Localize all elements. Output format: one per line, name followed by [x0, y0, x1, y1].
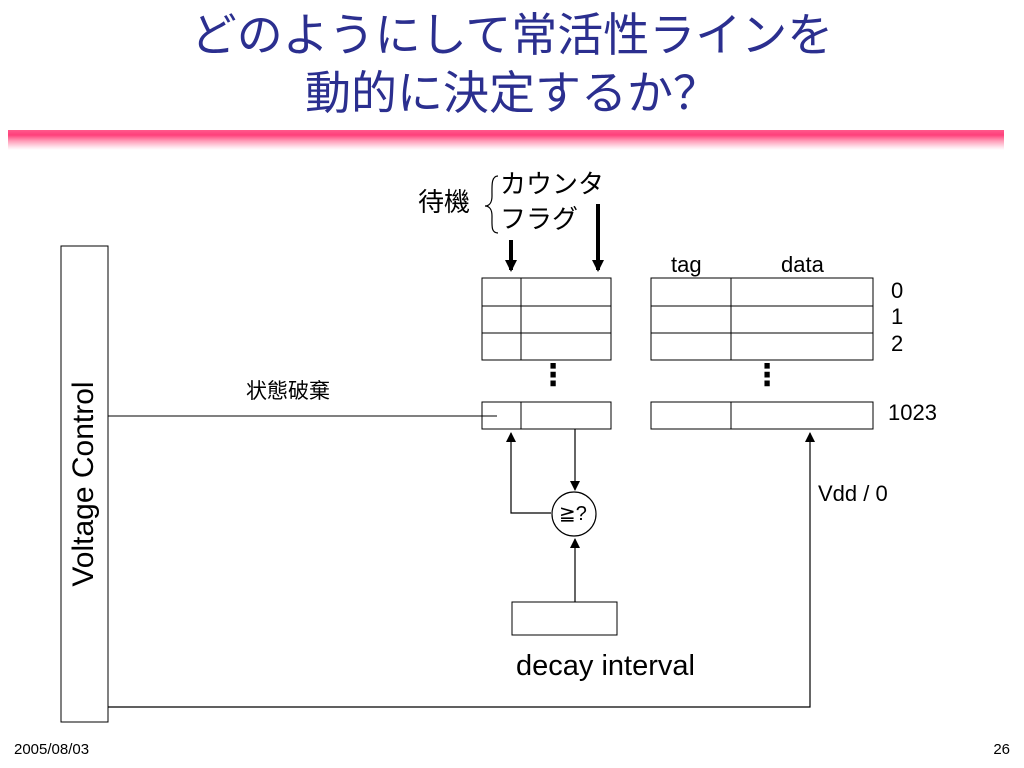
page-title: どのようにして常活性ラインを 動的に決定するか？	[0, 6, 1024, 122]
counter-label: カウンタ	[500, 170, 605, 200]
wait-brace	[484, 175, 499, 234]
row-index-1023: 1023	[888, 400, 937, 425]
tag-data-table	[650, 277, 874, 361]
compare-node	[551, 491, 597, 537]
compare-label: ≧?	[559, 503, 587, 525]
feedback-arrow	[506, 432, 551, 514]
ellipsis-left: ⋮	[538, 359, 568, 392]
tag-header: tag	[671, 252, 702, 277]
title-line-1: どのようにして常活性ラインを	[190, 8, 834, 62]
row-index-1: 1	[891, 304, 904, 329]
voltage-control-box	[60, 245, 109, 723]
discard-label: 状態破棄	[246, 379, 330, 403]
slide-date: 2005/08/03	[14, 741, 90, 758]
voltage-control-label: Voltage Control	[67, 381, 100, 587]
ellipsis-right: ⋮	[752, 359, 782, 392]
row-index-2: 2	[891, 331, 904, 356]
tag-data-row-last	[650, 401, 874, 430]
decay-interval-box	[511, 601, 618, 636]
vdd-label: Vdd / 0	[818, 481, 888, 506]
title-line-2: 動的に決定するか？	[305, 66, 719, 120]
row-index-0: 0	[891, 278, 904, 303]
counter-flag-table	[481, 277, 612, 361]
decay-interval-label: decay interval	[516, 650, 695, 682]
wait-label: 待機	[418, 188, 471, 218]
slide-page-number: 26	[993, 741, 1010, 758]
data-header: data	[781, 252, 824, 277]
counter-flag-row-last	[481, 401, 612, 430]
title-divider	[8, 130, 1004, 150]
flag-label: フラグ	[500, 205, 579, 235]
vdd-control-arrow	[108, 432, 815, 708]
